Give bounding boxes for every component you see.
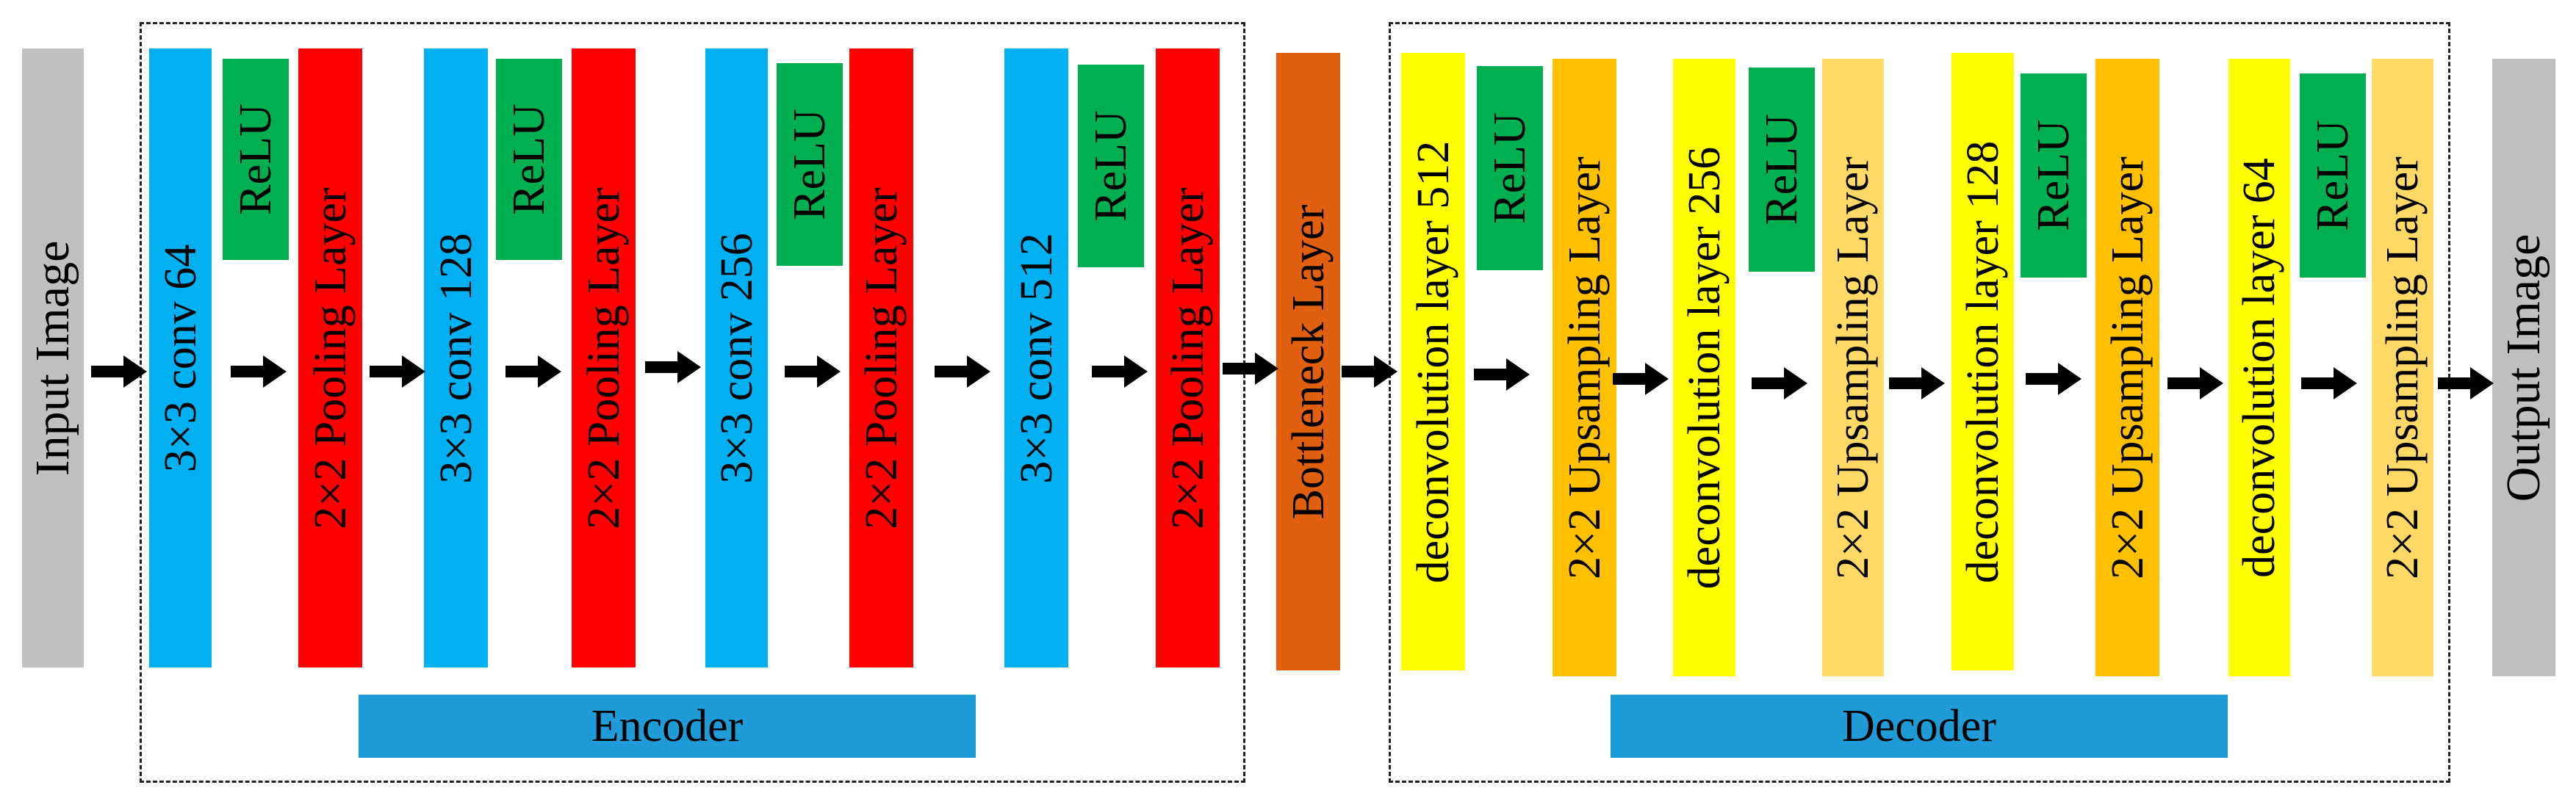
encoder-pool-4-label: 2×2 Pooling Layer (1162, 187, 1213, 529)
input-image-block: Input Image (22, 48, 84, 667)
decoder-relu-3-label: ReLU (2029, 120, 2079, 231)
encoder-pool-2-label: 2×2 Pooling Layer (578, 187, 629, 529)
decoder-upsample-1-label: 2×2 Upsampling Layer (1559, 156, 1610, 579)
decoder-frame (1389, 22, 2450, 783)
encoder-conv-4: 3×3 conv 512 (1004, 48, 1068, 667)
decoder-label: Decoder (1842, 701, 1996, 751)
arrow-icon (935, 355, 990, 388)
decoder-deconv-2: deconvolution layer 256 (1673, 59, 1735, 676)
arrow-icon (2167, 367, 2223, 399)
decoder-upsample-3: 2×2 Upsampling Layer (2095, 59, 2159, 676)
encoder-frame (140, 22, 1245, 783)
encoder-conv-2-label: 3×3 conv 128 (431, 232, 481, 484)
decoder-deconv-3-label: deconvolution layer 128 (1957, 140, 2008, 583)
decoder-bar: Decoder (1611, 695, 2228, 758)
encoder-relu-2: ReLU (496, 59, 562, 260)
arrow-icon (370, 355, 425, 388)
output-image-block: Output Image (2492, 59, 2555, 676)
encoder-relu-3-label: ReLU (785, 109, 835, 220)
arrow-icon (1474, 358, 1530, 391)
encoder-pool-3-label: 2×2 Pooling Layer (856, 187, 907, 529)
arrow-icon (2438, 367, 2494, 399)
encoder-conv-4-label: 3×3 conv 512 (1011, 232, 1062, 484)
encoder-conv-3: 3×3 conv 256 (705, 48, 768, 667)
encoder-conv-1: 3×3 conv 64 (149, 48, 212, 667)
arrow-icon (1223, 352, 1278, 385)
encoder-relu-4: ReLU (1078, 65, 1144, 267)
decoder-upsample-3-label: 2×2 Upsampling Layer (2102, 156, 2153, 579)
decoder-relu-4-label: ReLU (2308, 120, 2358, 231)
decoder-deconv-1: deconvolution layer 512 (1401, 53, 1465, 670)
bottleneck-layer: Bottleneck Layer (1276, 53, 1340, 670)
encoder-conv-3-label: 3×3 conv 256 (711, 232, 762, 484)
arrow-icon (506, 355, 561, 388)
encoder-pool-1: 2×2 Pooling Layer (298, 48, 362, 667)
decoder-upsample-4: 2×2 Upsampling Layer (2372, 59, 2433, 676)
encoder-pool-2: 2×2 Pooling Layer (572, 48, 636, 667)
decoder-upsample-1: 2×2 Upsampling Layer (1553, 59, 1616, 676)
decoder-relu-4: ReLU (2300, 73, 2366, 278)
encoder-conv-2: 3×3 conv 128 (424, 48, 488, 667)
encoder-relu-1-label: ReLU (231, 104, 281, 215)
output-image-label: Output Image (2497, 234, 2550, 502)
arrow-icon (2301, 367, 2357, 399)
encoder-relu-2-label: ReLU (504, 104, 554, 215)
arrow-icon (1613, 363, 1669, 395)
arrow-icon (1342, 355, 1397, 388)
decoder-relu-3: ReLU (2021, 73, 2087, 278)
encoder-pool-3: 2×2 Pooling Layer (849, 48, 913, 667)
decoder-deconv-4-label: deconvolution layer 64 (2234, 157, 2284, 578)
encoder-relu-1: ReLU (223, 59, 289, 260)
arrow-icon (785, 355, 841, 388)
arrow-icon (1092, 355, 1148, 388)
bottleneck-layer-label: Bottleneck Layer (1283, 204, 1334, 519)
decoder-upsample-4-label: 2×2 Upsampling Layer (2378, 156, 2428, 579)
encoder-pool-4: 2×2 Pooling Layer (1156, 48, 1220, 667)
arrow-icon (1889, 367, 1945, 399)
encoder-relu-3: ReLU (777, 63, 843, 266)
arrow-icon (645, 351, 701, 383)
encoder-bar: Encoder (359, 695, 976, 758)
arrow-icon (231, 355, 287, 388)
encoder-label: Encoder (591, 701, 744, 751)
arrow-icon (91, 355, 147, 388)
decoder-relu-2: ReLU (1749, 68, 1815, 272)
arrow-icon (2026, 363, 2082, 395)
decoder-deconv-2-label: deconvolution layer 256 (1679, 146, 1730, 589)
decoder-deconv-4: deconvolution layer 64 (2228, 59, 2290, 676)
encoder-relu-4-label: ReLU (1086, 110, 1136, 222)
input-image-label: Input Image (26, 240, 79, 476)
encoder-conv-1-label: 3×3 conv 64 (155, 244, 206, 472)
decoder-deconv-1-label: deconvolution layer 512 (1408, 140, 1458, 583)
decoder-deconv-3: deconvolution layer 128 (1951, 53, 2014, 670)
encoder-pool-1-label: 2×2 Pooling Layer (305, 187, 356, 529)
arrow-icon (1752, 367, 1807, 399)
decoder-relu-1-label: ReLU (1485, 112, 1535, 224)
decoder-upsample-2-label: 2×2 Upsampling Layer (1828, 156, 1878, 579)
decoder-relu-2-label: ReLU (1757, 114, 1807, 225)
decoder-relu-1: ReLU (1477, 66, 1543, 270)
decoder-upsample-2: 2×2 Upsampling Layer (1822, 59, 1884, 676)
